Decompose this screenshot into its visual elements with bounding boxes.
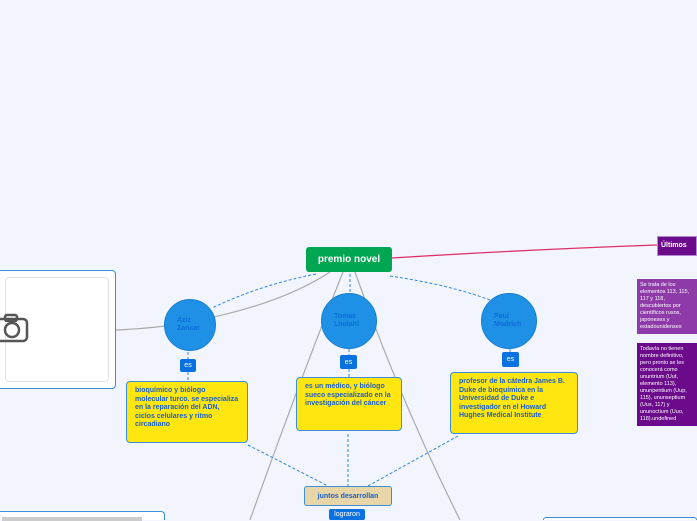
relation-label: es <box>184 362 192 369</box>
relation-es[interactable]: es <box>502 352 519 367</box>
root-node[interactable]: premio novel <box>306 247 392 272</box>
description-tomas[interactable]: es un médico, y biólogo sueco especializ… <box>296 377 402 431</box>
relation-label: lograron <box>334 511 360 518</box>
node-label: Tomas Lindahl <box>334 313 359 328</box>
image-card[interactable] <box>0 270 116 389</box>
relation-es[interactable]: es <box>340 355 357 369</box>
note-text: Se trata de los elementos 113, 115, 117 … <box>640 282 690 330</box>
joint-node[interactable]: juntos desarrollan <box>304 486 392 506</box>
node-paul-modrich[interactable]: Paul Modrich <box>481 293 537 349</box>
relation-label: es <box>506 356 515 363</box>
description-text: profesor de la cátedra James B. Duke de … <box>459 378 565 419</box>
image-thumbnail <box>2 517 142 521</box>
description-text: es un médico, y biólogo sueco especializ… <box>305 383 391 407</box>
node-label: Paul Modrich <box>494 313 522 328</box>
root-label: premio novel <box>317 254 381 265</box>
description-aziz[interactable]: bioquímico y biólogo molecular turco. se… <box>126 381 248 443</box>
node-label: Aziz Zancar <box>177 317 200 332</box>
side-title: Últimos <box>661 242 687 249</box>
description-paul[interactable]: profesor de la cátedra James B. Duke de … <box>450 372 578 434</box>
note-text: Todavía no tienen nombre definitivo, per… <box>640 346 687 422</box>
relation-es[interactable]: es <box>180 359 196 372</box>
joint-label: juntos desarrollan <box>317 492 379 500</box>
node-aziz-zancar[interactable]: Aziz Zancar <box>164 299 216 351</box>
relation-lograron[interactable]: lograron <box>329 509 365 520</box>
relation-label: es <box>344 358 353 366</box>
side-note-2[interactable]: Todavía no tienen nombre definitivo, per… <box>637 343 697 426</box>
image-card-bottom-left[interactable] <box>0 511 165 521</box>
side-title-node[interactable]: Últimos <box>657 236 697 256</box>
description-text: bioquímico y biólogo molecular turco. se… <box>135 387 239 428</box>
camera-icon <box>0 313 29 343</box>
node-tomas-lindahl[interactable]: Tomas Lindahl <box>321 293 377 349</box>
side-note-1[interactable]: Se trata de los elementos 113, 115, 117 … <box>637 279 697 334</box>
